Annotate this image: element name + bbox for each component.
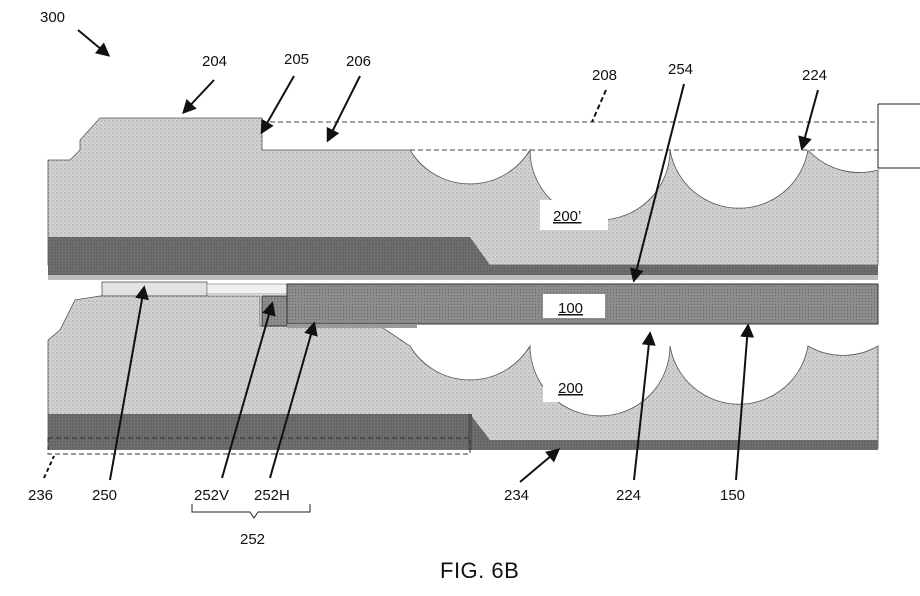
ref-236: 236	[28, 487, 53, 504]
arrow-208	[592, 90, 606, 122]
brace-252	[192, 504, 310, 518]
arrow-234	[520, 450, 558, 482]
arrow-206	[328, 76, 360, 140]
element-252V	[262, 296, 287, 326]
label-200-prime: 200’	[553, 208, 581, 225]
ref-206: 206	[346, 53, 371, 70]
ref-300: 300	[40, 9, 65, 26]
arrow-236	[44, 456, 54, 478]
upper-inner-flange	[48, 275, 878, 280]
insert-250	[102, 282, 207, 296]
arrow-224-top	[802, 90, 818, 148]
ref-205: 205	[284, 51, 309, 68]
ref-234: 234	[504, 487, 529, 504]
ref-224-bot: 224	[616, 487, 641, 504]
ref-252: 252	[240, 531, 265, 548]
ref-254: 254	[668, 61, 693, 78]
ref-150: 150	[720, 487, 745, 504]
insert-250b	[207, 284, 287, 294]
ref-250: 250	[92, 487, 117, 504]
ref-204: 204	[202, 53, 227, 70]
label-100: 100	[558, 300, 583, 317]
ref-252H: 252H	[254, 487, 290, 504]
ref-224-top: 224	[802, 67, 827, 84]
figure-caption: FIG. 6B	[440, 558, 519, 583]
arrow-205	[262, 76, 294, 132]
arrow-204	[184, 80, 214, 112]
arrow-150	[736, 326, 748, 480]
ref-252V: 252V	[194, 487, 229, 504]
element-252H	[287, 324, 417, 328]
ref-208: 208	[592, 67, 617, 84]
label-200: 200	[558, 380, 583, 397]
right-bracket-box	[878, 104, 920, 168]
arrow-300	[78, 30, 108, 55]
